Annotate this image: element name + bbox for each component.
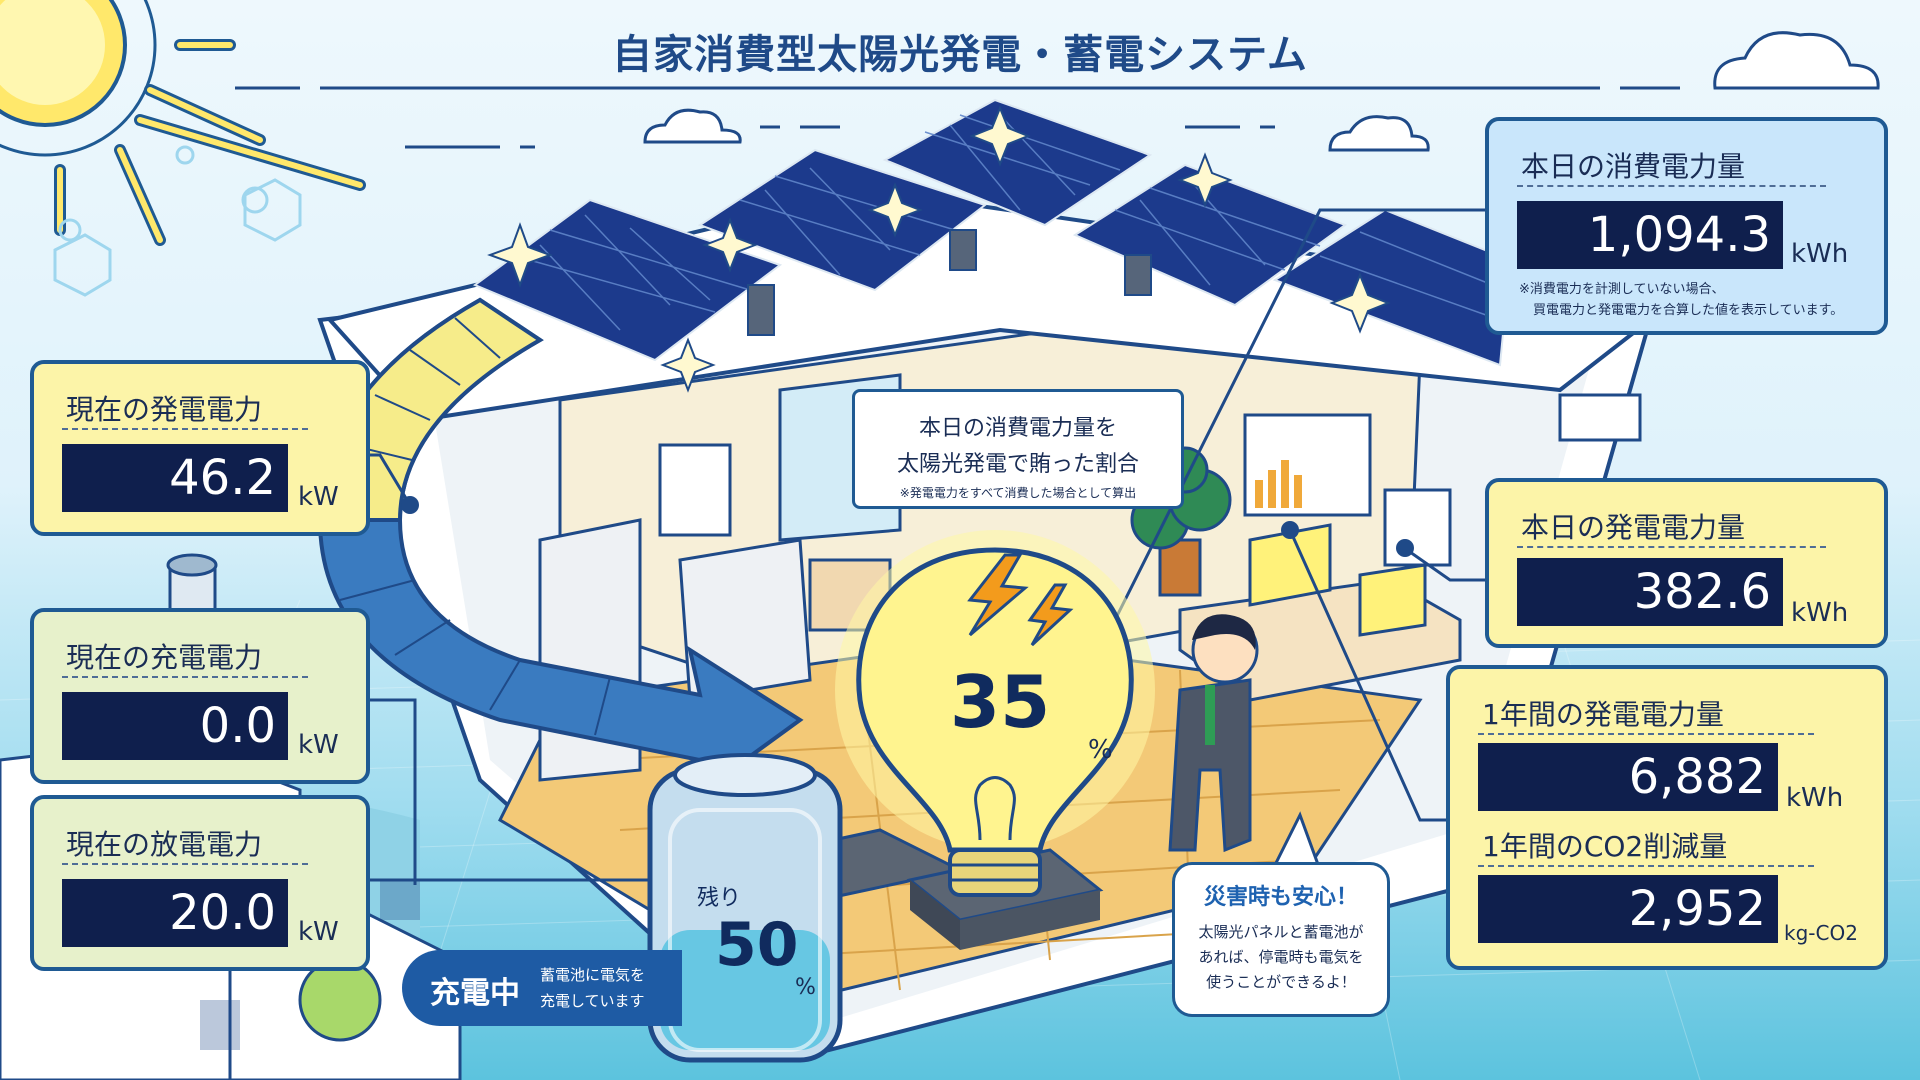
- current-discharge-label: 現在の放電電力: [66, 828, 263, 861]
- daily-consumption-unit: kWh: [1791, 239, 1849, 269]
- daily-consumption-value: 1,094.3: [1517, 201, 1783, 269]
- annual-generation-label: 1年間の発電電力量: [1482, 698, 1724, 731]
- current-charge-panel: 現在の充電電力 0.0 kW: [30, 608, 370, 784]
- ratio-callout: 本日の消費電力量を 太陽光発電で賄った割合 ※発電電力をすべて消費した場合として…: [852, 389, 1184, 509]
- ratio-callout-line1: 本日の消費電力量を: [918, 416, 1117, 441]
- current-generation-value: 46.2: [62, 444, 288, 512]
- consumption-note-line1: ※消費電力を計測していない場合、: [1519, 282, 1725, 297]
- annual-co2-unit: kg-CO2: [1784, 921, 1858, 945]
- daily-generation-panel: 本日の発電電力量 382.6 kWh: [1485, 478, 1888, 648]
- annual-panel: 1年間の発電電力量 6,882 kWh 1年間のCO2削減量 2,952 kg-…: [1446, 665, 1888, 970]
- annual-generation-unit: kWh: [1786, 783, 1844, 813]
- ratio-callout-line2: 太陽光発電で賄った割合: [896, 452, 1139, 477]
- charging-desc-line1: 蓄電池に電気を: [540, 966, 646, 984]
- safety-title: 災害時も安心！: [1203, 885, 1358, 910]
- person-icon: [1168, 614, 1259, 853]
- charging-desc-line2: 充電しています: [540, 992, 645, 1010]
- solar-panel-icon: [472, 98, 1512, 367]
- battery-label: 残り: [697, 886, 742, 911]
- consumption-note-line2: 買電電力と発電電力を合算した値を表示しています。: [1533, 303, 1844, 318]
- ratio-callout-note: ※発電電力をすべて消費した場合として算出: [899, 486, 1137, 500]
- current-charge-label: 現在の充電電力: [66, 641, 263, 674]
- daily-consumption-label: 本日の消費電力量: [1521, 150, 1746, 183]
- page-title: 自家消費型太陽光発電・蓄電システム: [612, 32, 1308, 78]
- daily-generation-value: 382.6: [1517, 558, 1783, 626]
- daily-generation-label: 本日の発電電力量: [1521, 511, 1746, 544]
- battery-percentage-unit: %: [795, 975, 816, 1000]
- safety-bubble: 災害時も安心！ 太陽光パネルと蓄電池が あれば、停電時も電気を 使うことができる…: [1172, 862, 1390, 1017]
- monitor-icon: [1243, 413, 1452, 567]
- current-generation-panel: 現在の発電電力 46.2 kW: [30, 360, 370, 536]
- current-generation-label: 現在の発電電力: [66, 393, 263, 426]
- daily-consumption-panel: 本日の消費電力量 1,094.3 kWh ※消費電力を計測していない場合、 買電…: [1485, 117, 1888, 335]
- daily-generation-unit: kWh: [1791, 598, 1849, 628]
- bulb-percentage-value: 35: [950, 660, 1051, 744]
- battery-icon: [647, 753, 843, 1063]
- charging-status: 充電中: [430, 976, 520, 1011]
- lightning-icon: [967, 553, 1074, 647]
- current-discharge-panel: 現在の放電電力 20.0 kW: [30, 795, 370, 971]
- current-discharge-value: 20.0: [62, 879, 288, 947]
- safety-line2: あれば、停電時も電気を: [1198, 948, 1364, 966]
- battery-percentage-value: 50: [715, 910, 799, 980]
- sun-icon: [0, 0, 366, 297]
- safety-line1: 太陽光パネルと蓄電池が: [1198, 923, 1364, 941]
- current-discharge-unit: kW: [298, 917, 339, 947]
- charging-badge: 充電中 蓄電池に電気を 充電しています: [402, 950, 682, 1026]
- safety-line3: 使うことができるよ！: [1206, 973, 1356, 991]
- current-generation-unit: kW: [298, 482, 339, 512]
- sparkle-icon: [487, 105, 1391, 393]
- current-charge-value: 0.0: [62, 692, 288, 760]
- bulb-percentage-unit: %: [1088, 735, 1113, 765]
- annual-co2-value: 2,952: [1478, 875, 1778, 943]
- cloud-icon: [643, 31, 1880, 152]
- annual-generation-value: 6,882: [1478, 743, 1778, 811]
- annual-co2-label: 1年間のCO2削減量: [1482, 830, 1728, 863]
- current-charge-unit: kW: [298, 730, 339, 760]
- light-bulb-icon: [835, 530, 1155, 897]
